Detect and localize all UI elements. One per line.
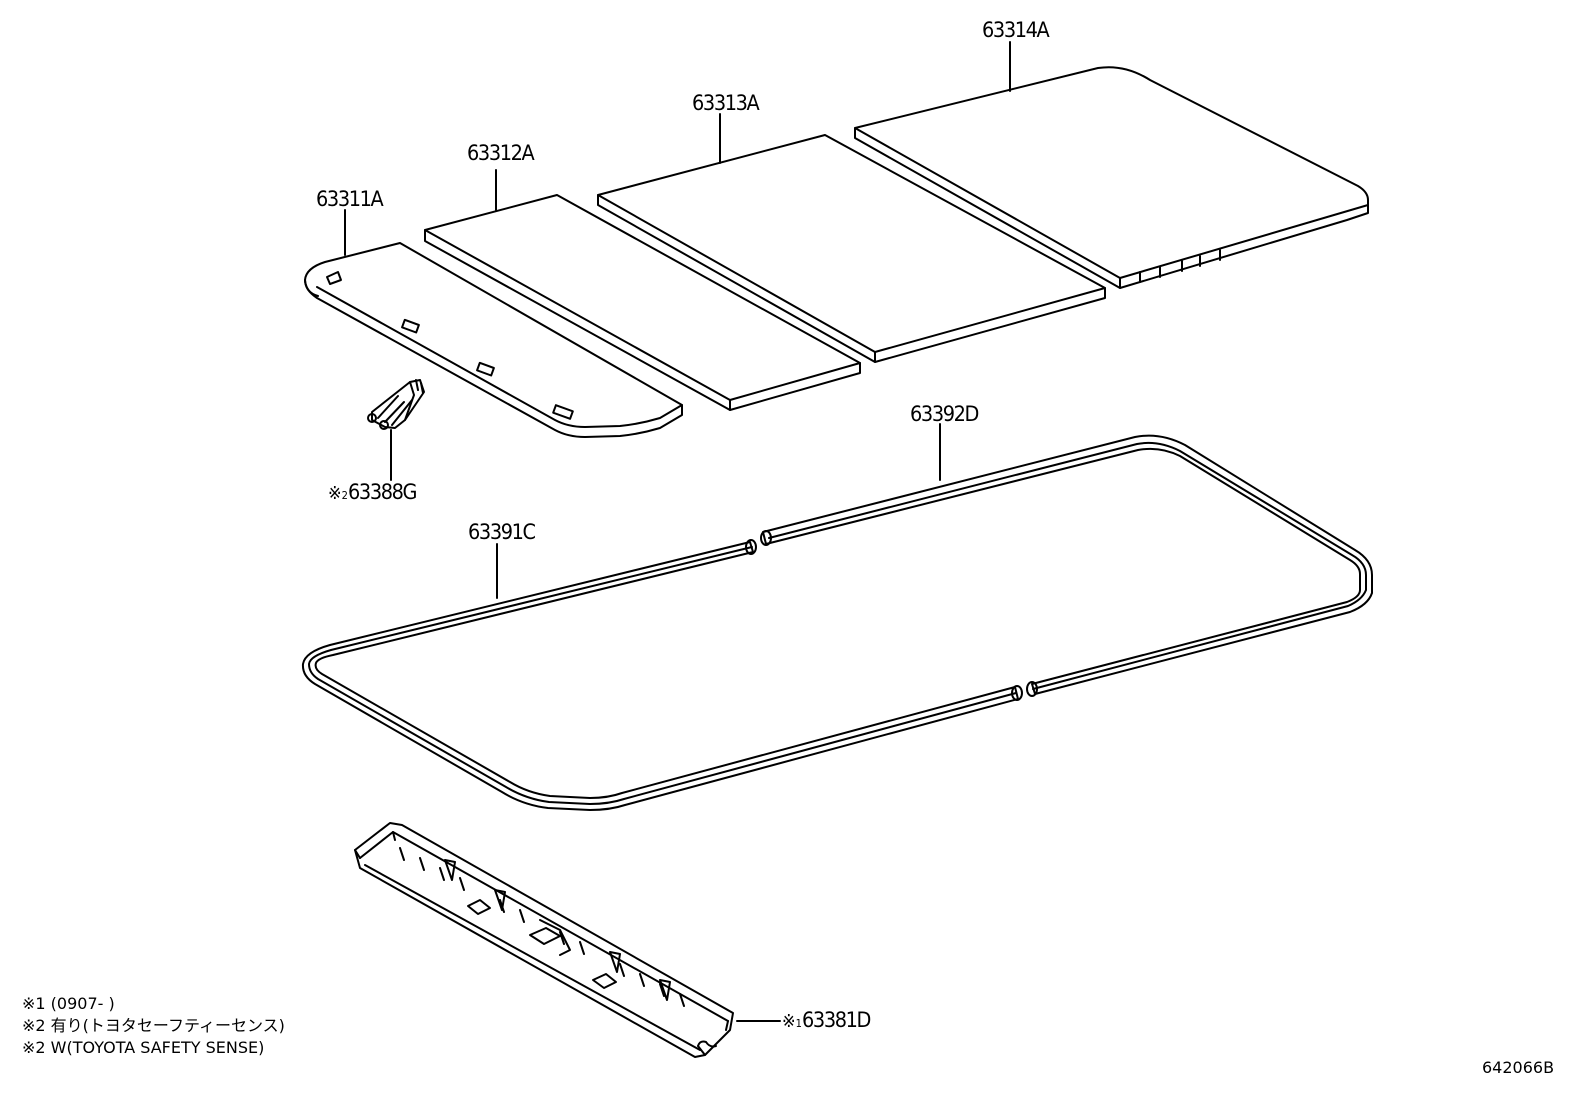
panel-63311A (304, 242, 683, 438)
seal-63392D (760, 434, 1373, 697)
panel-63312A (424, 194, 861, 411)
note-mark: ※ (782, 1011, 796, 1032)
label-63313A: 63313A (692, 91, 760, 115)
note-line-3: ※2 W(TOYOTA SAFETY SENSE) (22, 1038, 265, 1057)
clip-63388G (367, 379, 425, 430)
label-63312A: 63312A (467, 141, 535, 165)
note-line-1: ※1 (0907- ) (22, 994, 115, 1013)
label-63391C: 63391C (468, 520, 536, 544)
note-number: 2 (341, 489, 348, 502)
label-63381D: 63381D (801, 1008, 871, 1032)
label-63392D: 63392D (910, 402, 979, 426)
label-63314A: 63314A (982, 18, 1050, 42)
seal-63391C (301, 539, 1023, 811)
label-63311A: 63311A (316, 187, 384, 211)
panel-63313A (597, 134, 1106, 363)
note-mark: ※ (328, 483, 342, 504)
label-63388G: 63388G (347, 480, 418, 504)
panel-63314A (854, 66, 1369, 289)
drawing-reference: 642066B (1482, 1058, 1555, 1077)
label-63381D-group: ※163381D (782, 1008, 876, 1033)
rail-63381D (354, 822, 734, 1058)
label-63388G-group: ※263388G (328, 480, 422, 505)
note-line-2: ※2 有り(トヨタセーフティーセンス) (22, 1016, 285, 1035)
note-number: 1 (795, 1017, 802, 1030)
